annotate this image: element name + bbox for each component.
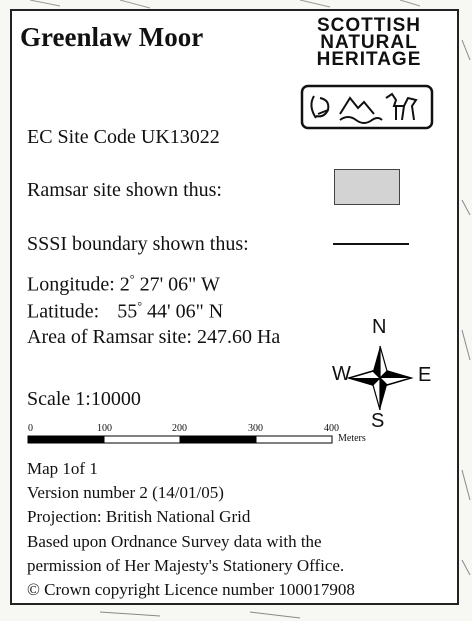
org-name-line2: NATURAL	[320, 32, 418, 53]
scale-tick-300: 300	[248, 423, 263, 434]
scale-label: Scale 1:10000	[27, 388, 141, 410]
org-name: SCOTTISH NATURAL HERITAGE	[300, 15, 438, 70]
scale-unit: Meters	[338, 433, 366, 444]
version-number: Version number 2 (14/01/05)	[27, 483, 224, 502]
scale-bar-graphic	[27, 435, 333, 444]
os-credit-line1: Based upon Ordnance Survey data with the	[27, 532, 322, 551]
longitude-minutes-seconds: 27' 06" W	[139, 273, 220, 296]
ramsar-area: Area of Ramsar site: 247.60 Ha	[27, 326, 281, 348]
map-title: Greenlaw Moor	[20, 22, 204, 52]
scale-tick-200: 200	[172, 423, 187, 434]
compass-south: S	[371, 410, 385, 432]
site-code: EC Site Code UK13022	[27, 126, 220, 148]
map-number: Map 1of 1	[27, 459, 98, 478]
ramsar-legend-label: Ramsar site shown thus:	[27, 179, 222, 201]
sssi-legend-label: SSSI boundary shown thus:	[27, 233, 249, 255]
latitude: Latitude: 55° 44' 06" N	[27, 299, 224, 323]
longitude: Longitude: 2° 27' 06" W	[27, 272, 220, 296]
os-credit-line2: permission of Her Majesty's Stationery O…	[27, 556, 345, 575]
scale-tick-100: 100	[97, 423, 112, 434]
projection: Projection: British National Grid	[27, 507, 251, 526]
org-name-line3: HERITAGE	[316, 49, 422, 70]
copyright: © Crown copyright Licence number 1000179…	[27, 580, 355, 599]
scale-tick-0: 0	[28, 423, 33, 434]
map-info-panel	[10, 9, 459, 605]
sssi-legend-line	[333, 243, 409, 245]
scale-tick-400: 400	[324, 423, 339, 434]
ramsar-legend-swatch	[334, 169, 400, 205]
latitude-degrees: 55	[117, 300, 138, 323]
compass-east: E	[418, 364, 432, 386]
compass-north: N	[372, 316, 387, 338]
scale-bar: 0 100 200 300 400 Meters	[26, 423, 366, 453]
longitude-label: Longitude:	[27, 273, 115, 296]
latitude-label: Latitude:	[27, 300, 100, 323]
compass-west: W	[332, 363, 351, 385]
latitude-minutes-seconds: 44' 06" N	[147, 300, 224, 323]
org-name-line1: SCOTTISH	[316, 15, 422, 36]
longitude-degrees: 2	[119, 273, 130, 296]
compass-star-icon	[346, 345, 414, 411]
snh-logo-icon	[300, 84, 434, 130]
